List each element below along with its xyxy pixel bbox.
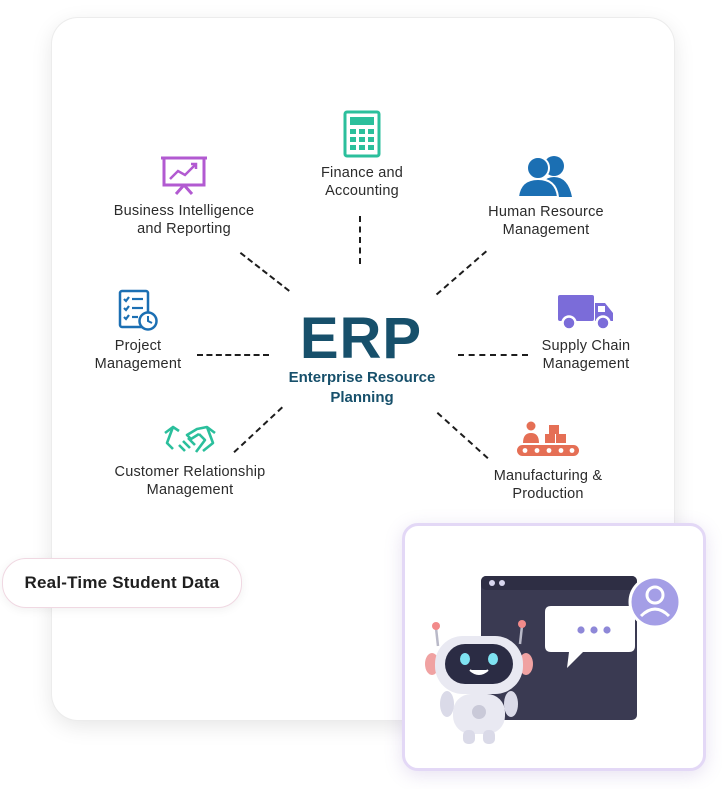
erp-subtitle: Enterprise Resource Planning — [288, 369, 436, 406]
checklist-clock-icon — [118, 289, 158, 331]
module-manufacturing: Manufacturing & Production — [480, 419, 616, 503]
people-icon — [518, 156, 572, 197]
module-bi: Business Intelligence and Reporting — [104, 154, 264, 238]
module-crm: Customer Relationship Management — [104, 421, 276, 499]
module-manufacturing-label: Manufacturing & Production — [493, 468, 603, 502]
module-hr-label: Human Resource Management — [488, 204, 604, 238]
connector-finance — [359, 216, 361, 264]
chatbot-illustration-card — [402, 523, 706, 771]
truck-icon — [558, 295, 613, 331]
module-crm-label: Customer Relationship Management — [114, 464, 266, 498]
conveyor-icon — [517, 421, 579, 456]
handshake-icon — [164, 425, 216, 453]
presentation-chart-icon — [161, 156, 207, 195]
module-supply-label: Supply Chain Management — [541, 338, 631, 372]
connector-project — [197, 354, 269, 356]
module-finance-label: Finance and Accounting — [320, 165, 403, 199]
module-finance: Finance and Accounting — [300, 110, 424, 200]
connector-supply — [458, 354, 528, 356]
module-supply: Supply Chain Management — [526, 293, 646, 373]
module-project: Project Management — [80, 289, 196, 373]
module-project-label: Project Management — [94, 338, 182, 372]
module-hr: Human Resource Management — [476, 153, 616, 239]
real-time-data-badge: Real-Time Student Data — [2, 558, 242, 608]
calculator-icon — [343, 110, 381, 158]
module-bi-label: Business Intelligence and Reporting — [113, 203, 255, 237]
erp-title: ERP — [299, 306, 423, 371]
chatbot-robot-illustration — [425, 575, 682, 744]
